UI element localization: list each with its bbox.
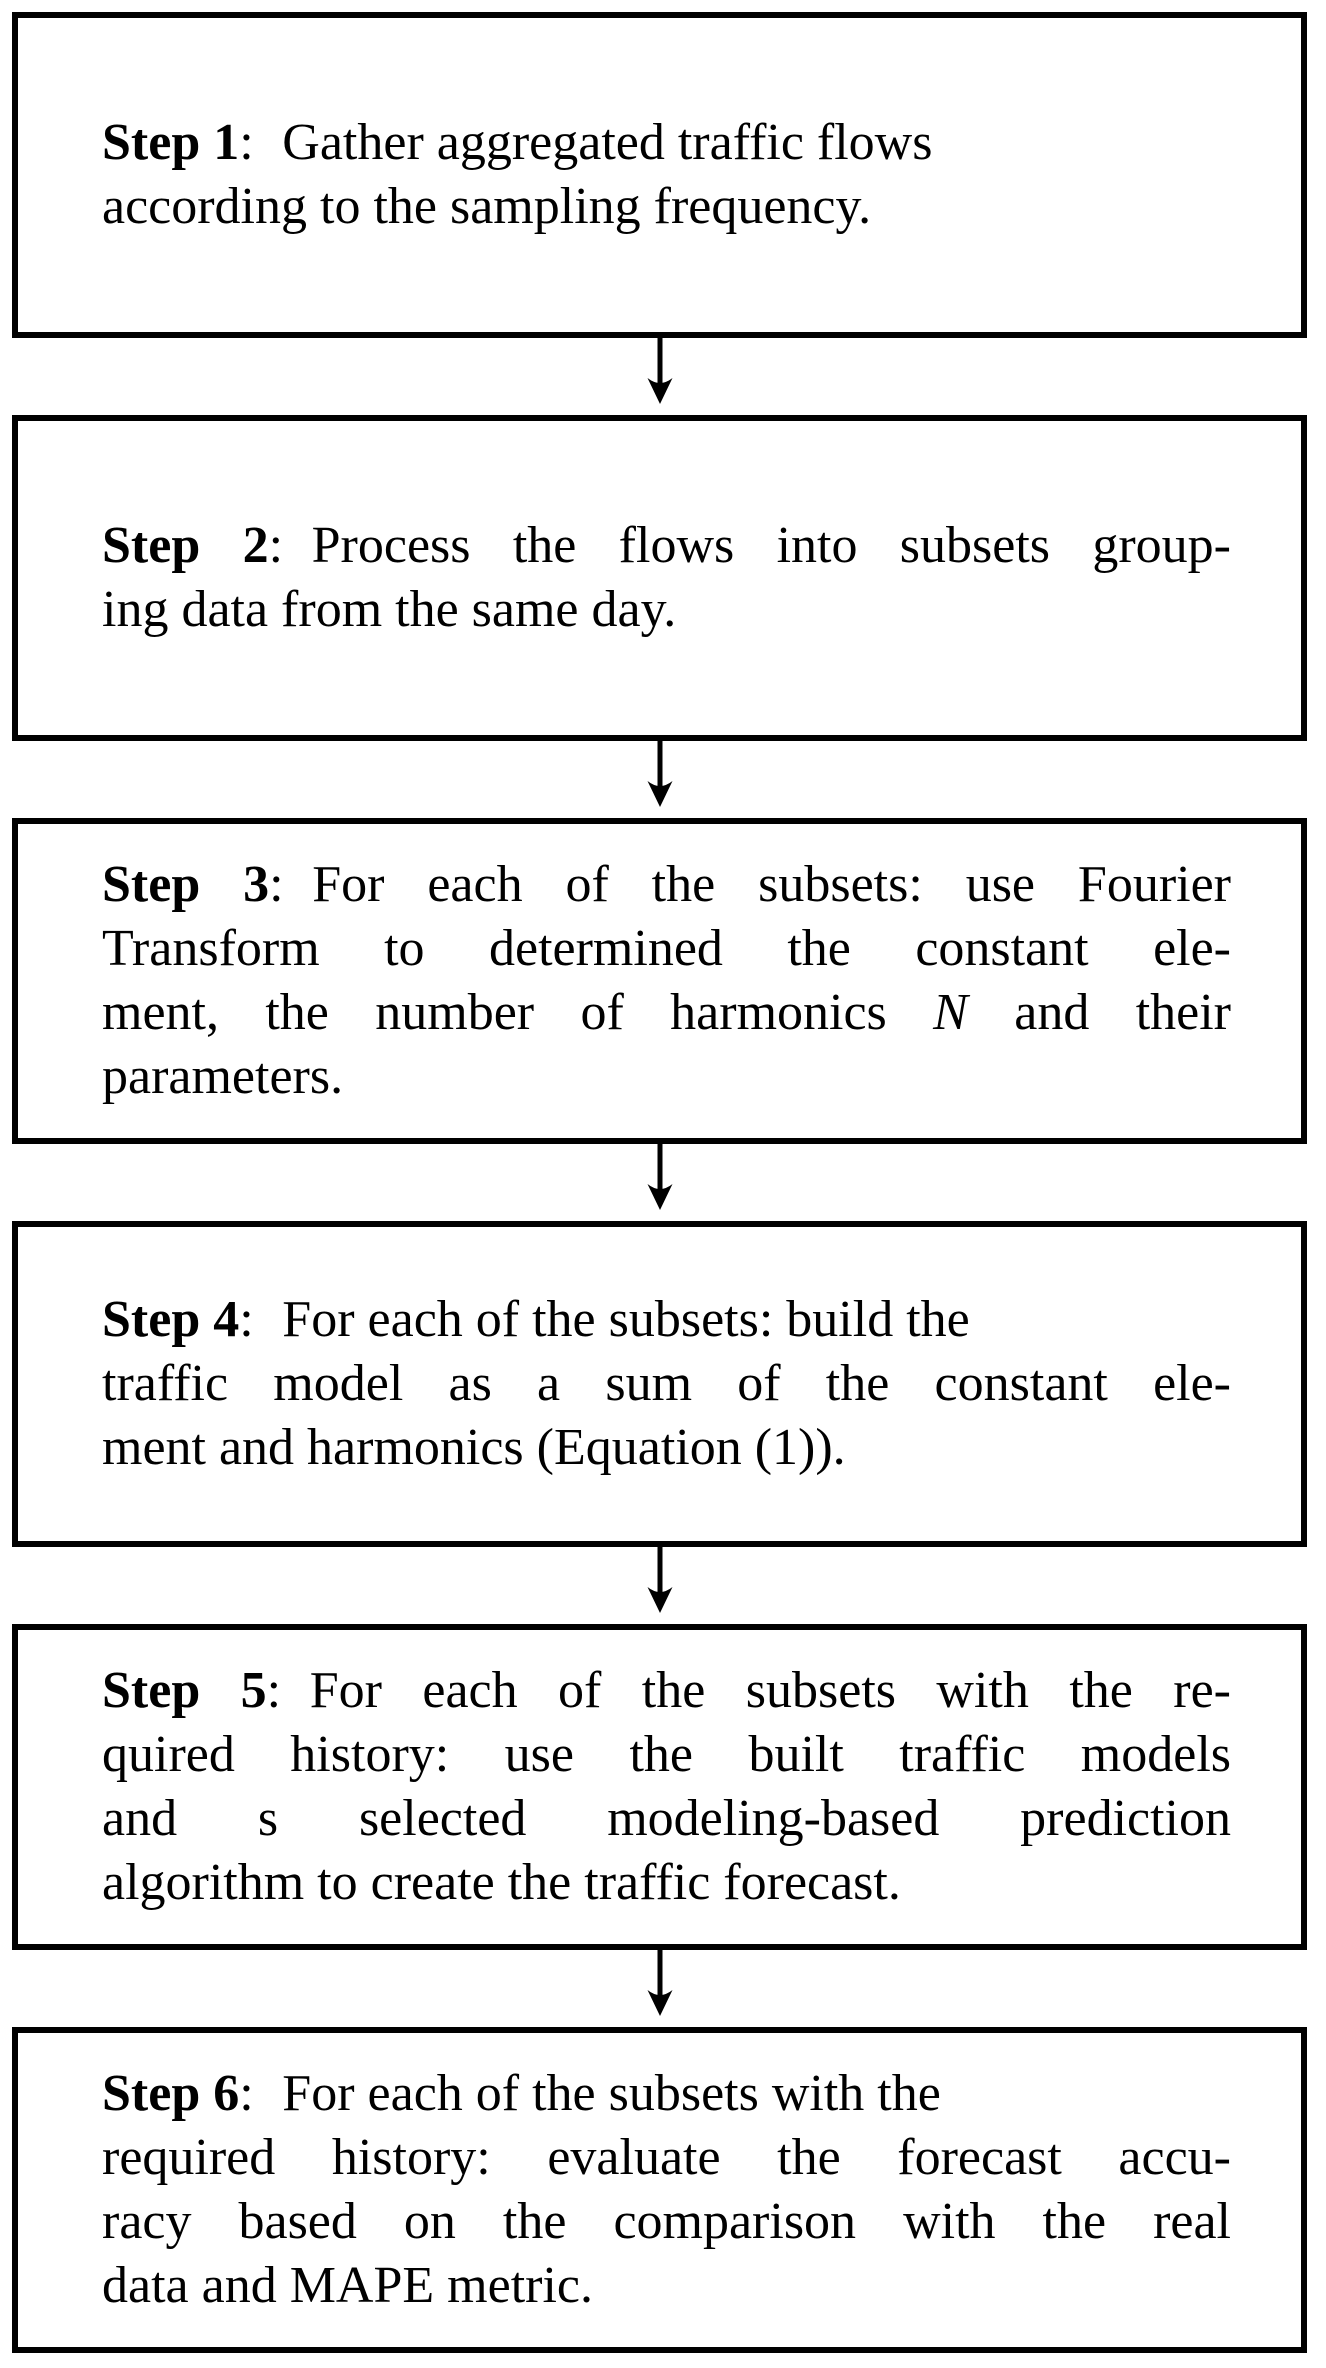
step-text: quired history: use the built traffic mo… [102,1726,1231,1783]
down-arrow-icon [647,338,672,404]
step-separator: : [239,2065,254,2122]
step-text-line: and s selected modeling-based prediction [102,1787,1231,1851]
step-text: For each of the subsets with the re- [309,1662,1231,1719]
step-text: Gather aggregated traffic flows [282,114,933,171]
step-text-line: quired history: use the built traffic mo… [102,1723,1231,1787]
step-separator: : [266,1662,282,1719]
step-text-line: Step 4: For each of the subsets: build th… [102,1288,1231,1352]
step-text-line: Transform to determined the constant ele… [102,917,1231,981]
math-variable-N: N [933,984,968,1041]
step-separator: : [268,517,284,574]
connector-row [12,1547,1307,1624]
step-label: Step 6 [102,2065,240,2122]
step-label: Step 4 [102,1291,240,1348]
step-text-line: Step 5: For each of the subsets with the … [102,1659,1231,1723]
step-text: For each of the subsets with the [282,2065,941,2122]
step-text-line: ing data from the same day. [102,578,1231,642]
step-text: and their [967,984,1231,1041]
step-text: racy based on the comparison with the re… [102,2193,1231,2250]
step-label: Step 1 [102,114,240,171]
step-text: For each of the subsets: build the [282,1291,970,1348]
step-text: data and MAPE metric. [102,2257,593,2314]
step-text-line: algorithm to create the traffic forecast… [102,1851,1231,1915]
step-text-line: racy based on the comparison with the re… [102,2190,1231,2254]
step-text-line: parameters. [102,1045,1231,1109]
step-2-box: Step 2: Process the flows into subsets gr… [12,415,1307,741]
step-text: according to the sampling frequency. [102,178,872,235]
step-text: ment, the number of harmonics [102,984,934,1041]
connector-row [12,1144,1307,1221]
step-text-line: ment, the number of harmonics N and thei… [102,981,1231,1045]
step-text-line: data and MAPE metric. [102,2254,1231,2318]
step-3-box: Step 3: For each of the subsets: use Four… [12,818,1307,1144]
down-arrow-icon [647,1950,672,2016]
step-text-line: ment and harmonics (Equation (1)). [102,1416,1231,1480]
step-text: required history: evaluate the forecast … [102,2129,1231,2186]
step-text: parameters. [102,1048,344,1105]
step-5-box: Step 5: For each of the subsets with the … [12,1624,1307,1950]
step-text: ing data from the same day. [102,581,677,638]
step-6-box: Step 6:For each of the subsets with the … [12,2027,1307,2353]
flowchart: Step 1: Gather aggregated traffic flows a… [12,12,1307,2353]
step-separator: : [239,114,254,171]
step-text-line: Step 1: Gather aggregated traffic flows [102,111,1231,175]
step-text: For each of the subsets: use Fourier [312,856,1231,913]
step-text-line: Step 2: Process the flows into subsets gr… [102,514,1231,578]
down-arrow-icon [647,1144,672,1210]
down-arrow-icon [647,741,672,807]
step-text-line: required history: evaluate the forecast … [102,2126,1231,2190]
step-1-box: Step 1: Gather aggregated traffic flows a… [12,12,1307,338]
step-separator: : [269,856,284,913]
step-label: Step 3 [102,856,270,913]
connector-row [12,1950,1307,2027]
step-separator: : [239,1291,254,1348]
step-text-line: Step 6: For each of the subsets with the [102,2062,1231,2126]
step-text: traffic model as a sum of the constant e… [102,1355,1231,1412]
step-text: Process the flows into subsets group- [311,517,1231,574]
step-label: Step 5 [102,1662,267,1719]
connector-row [12,741,1307,818]
step-text-line: traffic model as a sum of the constant e… [102,1352,1231,1416]
step-text: Transform to determined the constant ele… [102,920,1231,977]
down-arrow-icon [647,1547,672,1613]
step-text-line: according to the sampling frequency. [102,175,1231,239]
step-text: and s selected modeling-based prediction [102,1790,1231,1847]
step-text: ment and harmonics (Equation (1)). [102,1419,846,1476]
connector-row [12,338,1307,415]
step-label: Step 2 [102,517,269,574]
step-text-line: Step 3: For each of the subsets: use Four… [102,853,1231,917]
step-text: algorithm to create the traffic forecast… [102,1854,901,1911]
step-4-box: Step 4: For each of the subsets: build th… [12,1221,1307,1547]
